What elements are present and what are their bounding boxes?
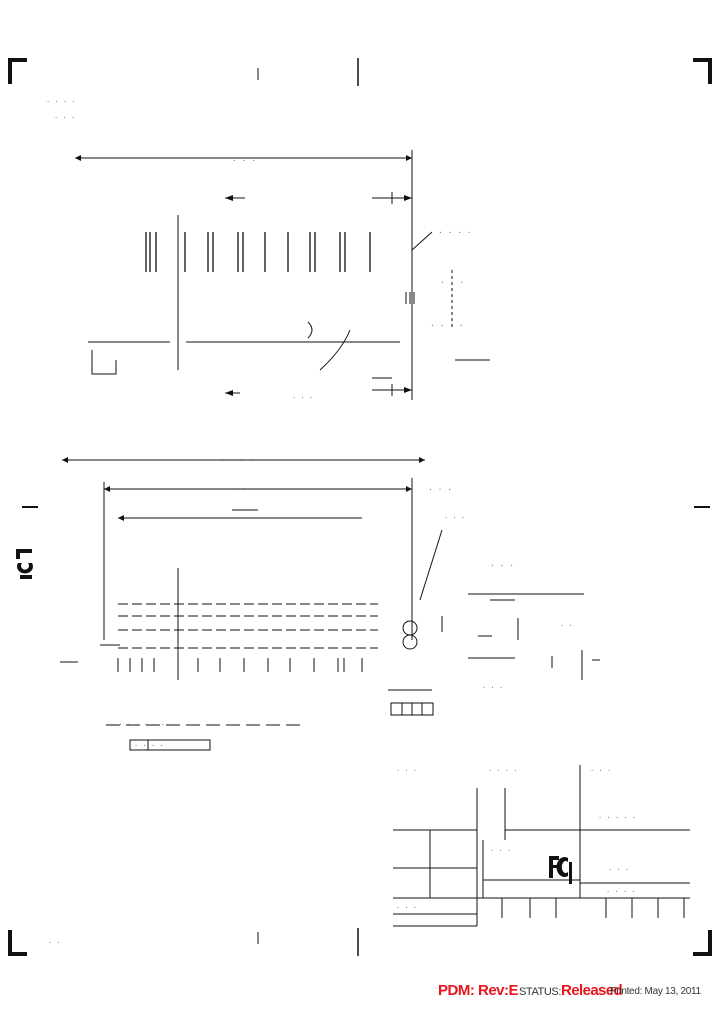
top-view — [75, 150, 490, 400]
svg-text:· ·: · · — [232, 485, 246, 494]
svg-text:· · · · ·: · · · · · — [598, 814, 636, 822]
svg-text:· · · ·: · · · · — [606, 888, 636, 896]
top-view-pins — [145, 232, 371, 272]
svg-text:· · ·: · · · — [482, 684, 503, 692]
svg-text:· · ·: · · · — [396, 904, 417, 912]
corner-marks — [8, 58, 712, 956]
svg-text:· ·: · · — [48, 939, 61, 947]
fci-logo-title-block-icon — [549, 856, 572, 884]
svg-text:· · · ·: · · · · — [134, 742, 164, 750]
svg-text:· · ·: · · · — [440, 278, 464, 287]
svg-text:· · ·: · · · — [232, 156, 256, 165]
top-view-arrows — [75, 155, 412, 396]
svg-text:· · ·: · · · — [54, 114, 75, 122]
svg-text:· ·: · · — [560, 622, 573, 630]
svg-text:· · ·: · · · — [608, 866, 629, 874]
svg-text:· · · ·: · · · · — [220, 456, 254, 465]
svg-text:· · ·: · · · — [444, 514, 465, 522]
svg-text:· · · · · · ·: · · · · · · · — [110, 721, 165, 729]
pdm-revision: PDM: Rev:E — [438, 982, 519, 999]
svg-text:· · · ·: · · · · — [46, 98, 76, 106]
notes-lines — [106, 724, 300, 751]
svg-text:· · ·: · · · — [396, 767, 417, 775]
fci-logo-vertical-icon — [16, 549, 33, 579]
svg-text:· · · ·: · · · · — [430, 321, 464, 330]
side-detail — [441, 593, 600, 680]
status-label: STATUS: — [519, 986, 562, 998]
front-view — [60, 459, 443, 716]
svg-text:· · ·: · · · — [590, 767, 611, 775]
svg-text:· · ·: · · · — [292, 394, 313, 402]
status-value: Released — [561, 982, 623, 999]
front-view-arrows — [62, 457, 425, 521]
svg-text:· · · ·: · · · · — [438, 228, 472, 237]
svg-text:· · ·: · · · — [490, 847, 511, 855]
annotation-marks: · · · · · · · · · · · · · · · · · · · · … — [46, 98, 636, 947]
title-block — [393, 765, 690, 927]
zone-ticks — [22, 58, 710, 956]
svg-text:· · · ·: · · · · — [488, 767, 518, 775]
printed-date: Printed: May 13, 2011 — [610, 986, 701, 997]
svg-text:· · ·: · · · — [490, 561, 514, 570]
svg-text:· · ·: · · · — [428, 485, 452, 494]
status-group: STATUS:Released — [519, 982, 623, 1002]
